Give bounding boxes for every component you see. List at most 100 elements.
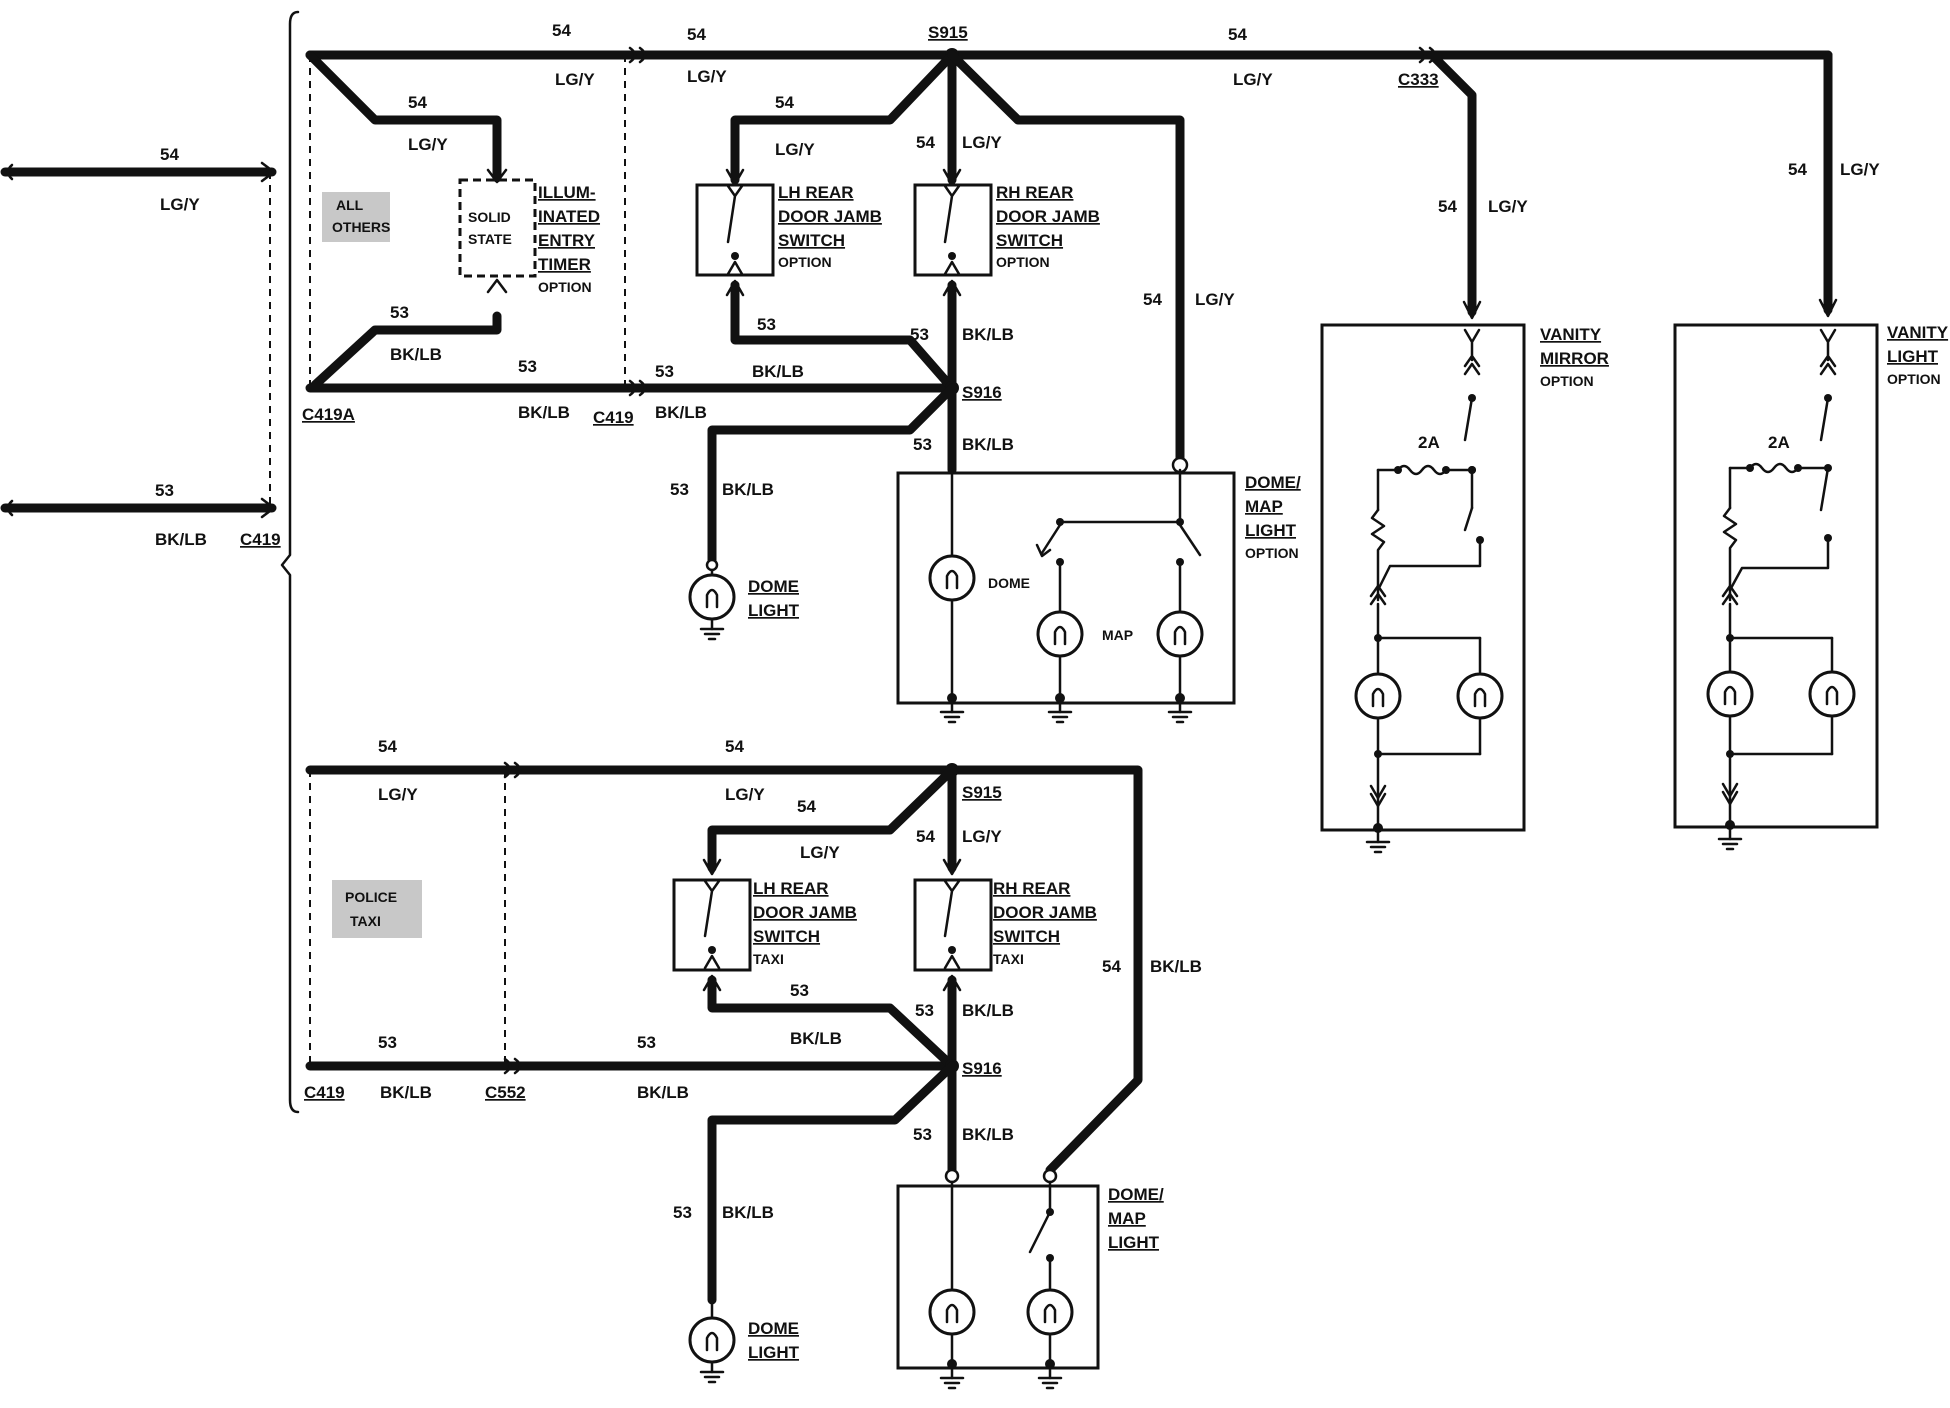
- connector-c419-label-top: C419: [593, 408, 634, 427]
- lbl-bklb-h: BK/LB: [790, 1029, 842, 1048]
- timer-label-1: ILLUM-: [538, 183, 596, 202]
- timer-inner-1: SOLID: [468, 209, 511, 225]
- lbl-lgy-a: LG/Y: [555, 70, 595, 89]
- lbl-54-c: 54: [1228, 25, 1247, 44]
- splice-s916-label-top: S916: [962, 383, 1002, 402]
- lbl-54-d: 54: [408, 93, 427, 112]
- lbl-lgy-e: LG/Y: [775, 140, 815, 159]
- wire-lh-switch-54: [730, 50, 957, 185]
- lbl-54-m: 54: [916, 827, 935, 846]
- connector-c552-54: [503, 761, 522, 779]
- rh-switch-option: OPTION: [996, 254, 1050, 270]
- taxi-text: TAXI: [350, 913, 381, 929]
- lbl-54-k: 54: [725, 737, 744, 756]
- lbl-lgy-c: LG/Y: [1233, 70, 1273, 89]
- timer-inner-2: STATE: [468, 231, 512, 247]
- lbl-53-i: 53: [915, 1001, 934, 1020]
- splice-s916-label-bottom: S916: [962, 1059, 1002, 1078]
- vanity-mirror-label-1: VANITY: [1540, 325, 1602, 344]
- wire-timer-53: [310, 311, 502, 390]
- vanity-light-label-1: VANITY: [1887, 323, 1949, 342]
- wire-dome-light-53-bottom: [707, 1061, 957, 1305]
- dome-light-label-2: LIGHT: [748, 601, 800, 620]
- feed-54-label: 54: [160, 145, 179, 164]
- lh-switch-label-1: LH REAR: [778, 183, 854, 202]
- rh-switch-label-2: DOOR JAMB: [996, 207, 1100, 226]
- rh-switch-label-1: RH REAR: [996, 183, 1073, 202]
- police-taxi-badge: [332, 880, 422, 938]
- rh-switch-b-label-2: DOOR JAMB: [993, 903, 1097, 922]
- dome-map-option: OPTION: [1245, 545, 1299, 561]
- light-fuse-label: 2A: [1768, 433, 1790, 452]
- lbl-bklb-i: BK/LB: [962, 1001, 1014, 1020]
- lh-door-switch-bottom: [672, 878, 752, 972]
- wire-dome-light-53: [707, 383, 957, 565]
- connector-c552-53: [503, 1057, 522, 1075]
- timer-label-4: TIMER: [538, 255, 591, 274]
- rh-switch-b-label-3: SWITCH: [993, 927, 1060, 946]
- lbl-bklb-m: BK/LB: [722, 1203, 774, 1222]
- wire-lh-switch-54-bottom: [707, 765, 957, 873]
- all-others-text-1: ALL: [336, 197, 364, 213]
- vanity-mirror-option: OPTION: [1540, 373, 1594, 389]
- timer-label-3: ENTRY: [538, 231, 596, 250]
- lh-switch-b-taxi: TAXI: [753, 951, 784, 967]
- lbl-lgy-j: LG/Y: [378, 785, 418, 804]
- dome-map-light-box-top: [896, 471, 1236, 705]
- lbl-54-b: 54: [687, 25, 706, 44]
- lbl-bklb-n: BK/LB: [1150, 957, 1202, 976]
- map-small-label: MAP: [1102, 627, 1133, 643]
- all-others-badge: [322, 192, 390, 242]
- dome-map-b-label-2: MAP: [1108, 1209, 1146, 1228]
- dome-small-label: DOME: [988, 575, 1030, 591]
- rh-door-switch-top: [913, 183, 993, 277]
- lh-switch-b-label-3: SWITCH: [753, 927, 820, 946]
- rh-switch-label-3: SWITCH: [996, 231, 1063, 250]
- timer-option: OPTION: [538, 279, 592, 295]
- connector-inline-54: [628, 46, 647, 64]
- timer-box: [458, 178, 537, 278]
- feed-53-color: BK/LB: [155, 530, 207, 549]
- lbl-bklb-l: BK/LB: [962, 1125, 1014, 1144]
- lbl-53-c: 53: [910, 325, 929, 344]
- lbl-bklb-c: BK/LB: [752, 362, 804, 381]
- dome-light-b-label-1: DOME: [748, 1319, 799, 1338]
- lbl-53-l: 53: [913, 1125, 932, 1144]
- connector-c419-left: C419: [240, 530, 281, 549]
- splice-s915-label-top: S915: [928, 23, 968, 42]
- lbl-54-l: 54: [797, 797, 816, 816]
- vanity-light-option: OPTION: [1887, 371, 1941, 387]
- vanity-mirror-label-2: MIRROR: [1540, 349, 1609, 368]
- lbl-bklb-j: BK/LB: [380, 1083, 432, 1102]
- wire-dome-map-54: [947, 50, 1185, 463]
- dome-map-label-3: LIGHT: [1245, 521, 1297, 540]
- lbl-53-g: 53: [670, 480, 689, 499]
- lbl-53-k: 53: [637, 1033, 656, 1052]
- lbl-54-e: 54: [775, 93, 794, 112]
- bus-54-bottom: [305, 765, 1143, 1175]
- lh-switch-label-3: SWITCH: [778, 231, 845, 250]
- lbl-bklb-e: BK/LB: [655, 403, 707, 422]
- mirror-fuse-label: 2A: [1418, 433, 1440, 452]
- feed-54-color: LG/Y: [160, 195, 200, 214]
- lbl-53-f: 53: [913, 435, 932, 454]
- vanity-light-label-2: LIGHT: [1887, 347, 1939, 366]
- vanity-mirror-box: [1320, 323, 1526, 832]
- dome-light-label-1: DOME: [748, 577, 799, 596]
- dome-light-bulb-bottom: [688, 1316, 736, 1364]
- lbl-lgy-b: LG/Y: [687, 67, 727, 86]
- rh-door-switch-bottom: [913, 878, 993, 972]
- lbl-lgy-g: LG/Y: [1195, 290, 1235, 309]
- connector-c552-label: C552: [485, 1083, 526, 1102]
- lbl-54-h: 54: [1438, 197, 1457, 216]
- feed-53-label: 53: [155, 481, 174, 500]
- wire-lh-switch-53: [730, 280, 957, 393]
- dome-map-b-label-3: LIGHT: [1108, 1233, 1160, 1252]
- lh-switch-b-label-1: LH REAR: [753, 879, 829, 898]
- lbl-bklb-k: BK/LB: [637, 1083, 689, 1102]
- lbl-53-e: 53: [655, 362, 674, 381]
- lbl-lgy-m: LG/Y: [962, 827, 1002, 846]
- lh-door-switch-top: [695, 183, 775, 277]
- lbl-54-i: 54: [1788, 160, 1807, 179]
